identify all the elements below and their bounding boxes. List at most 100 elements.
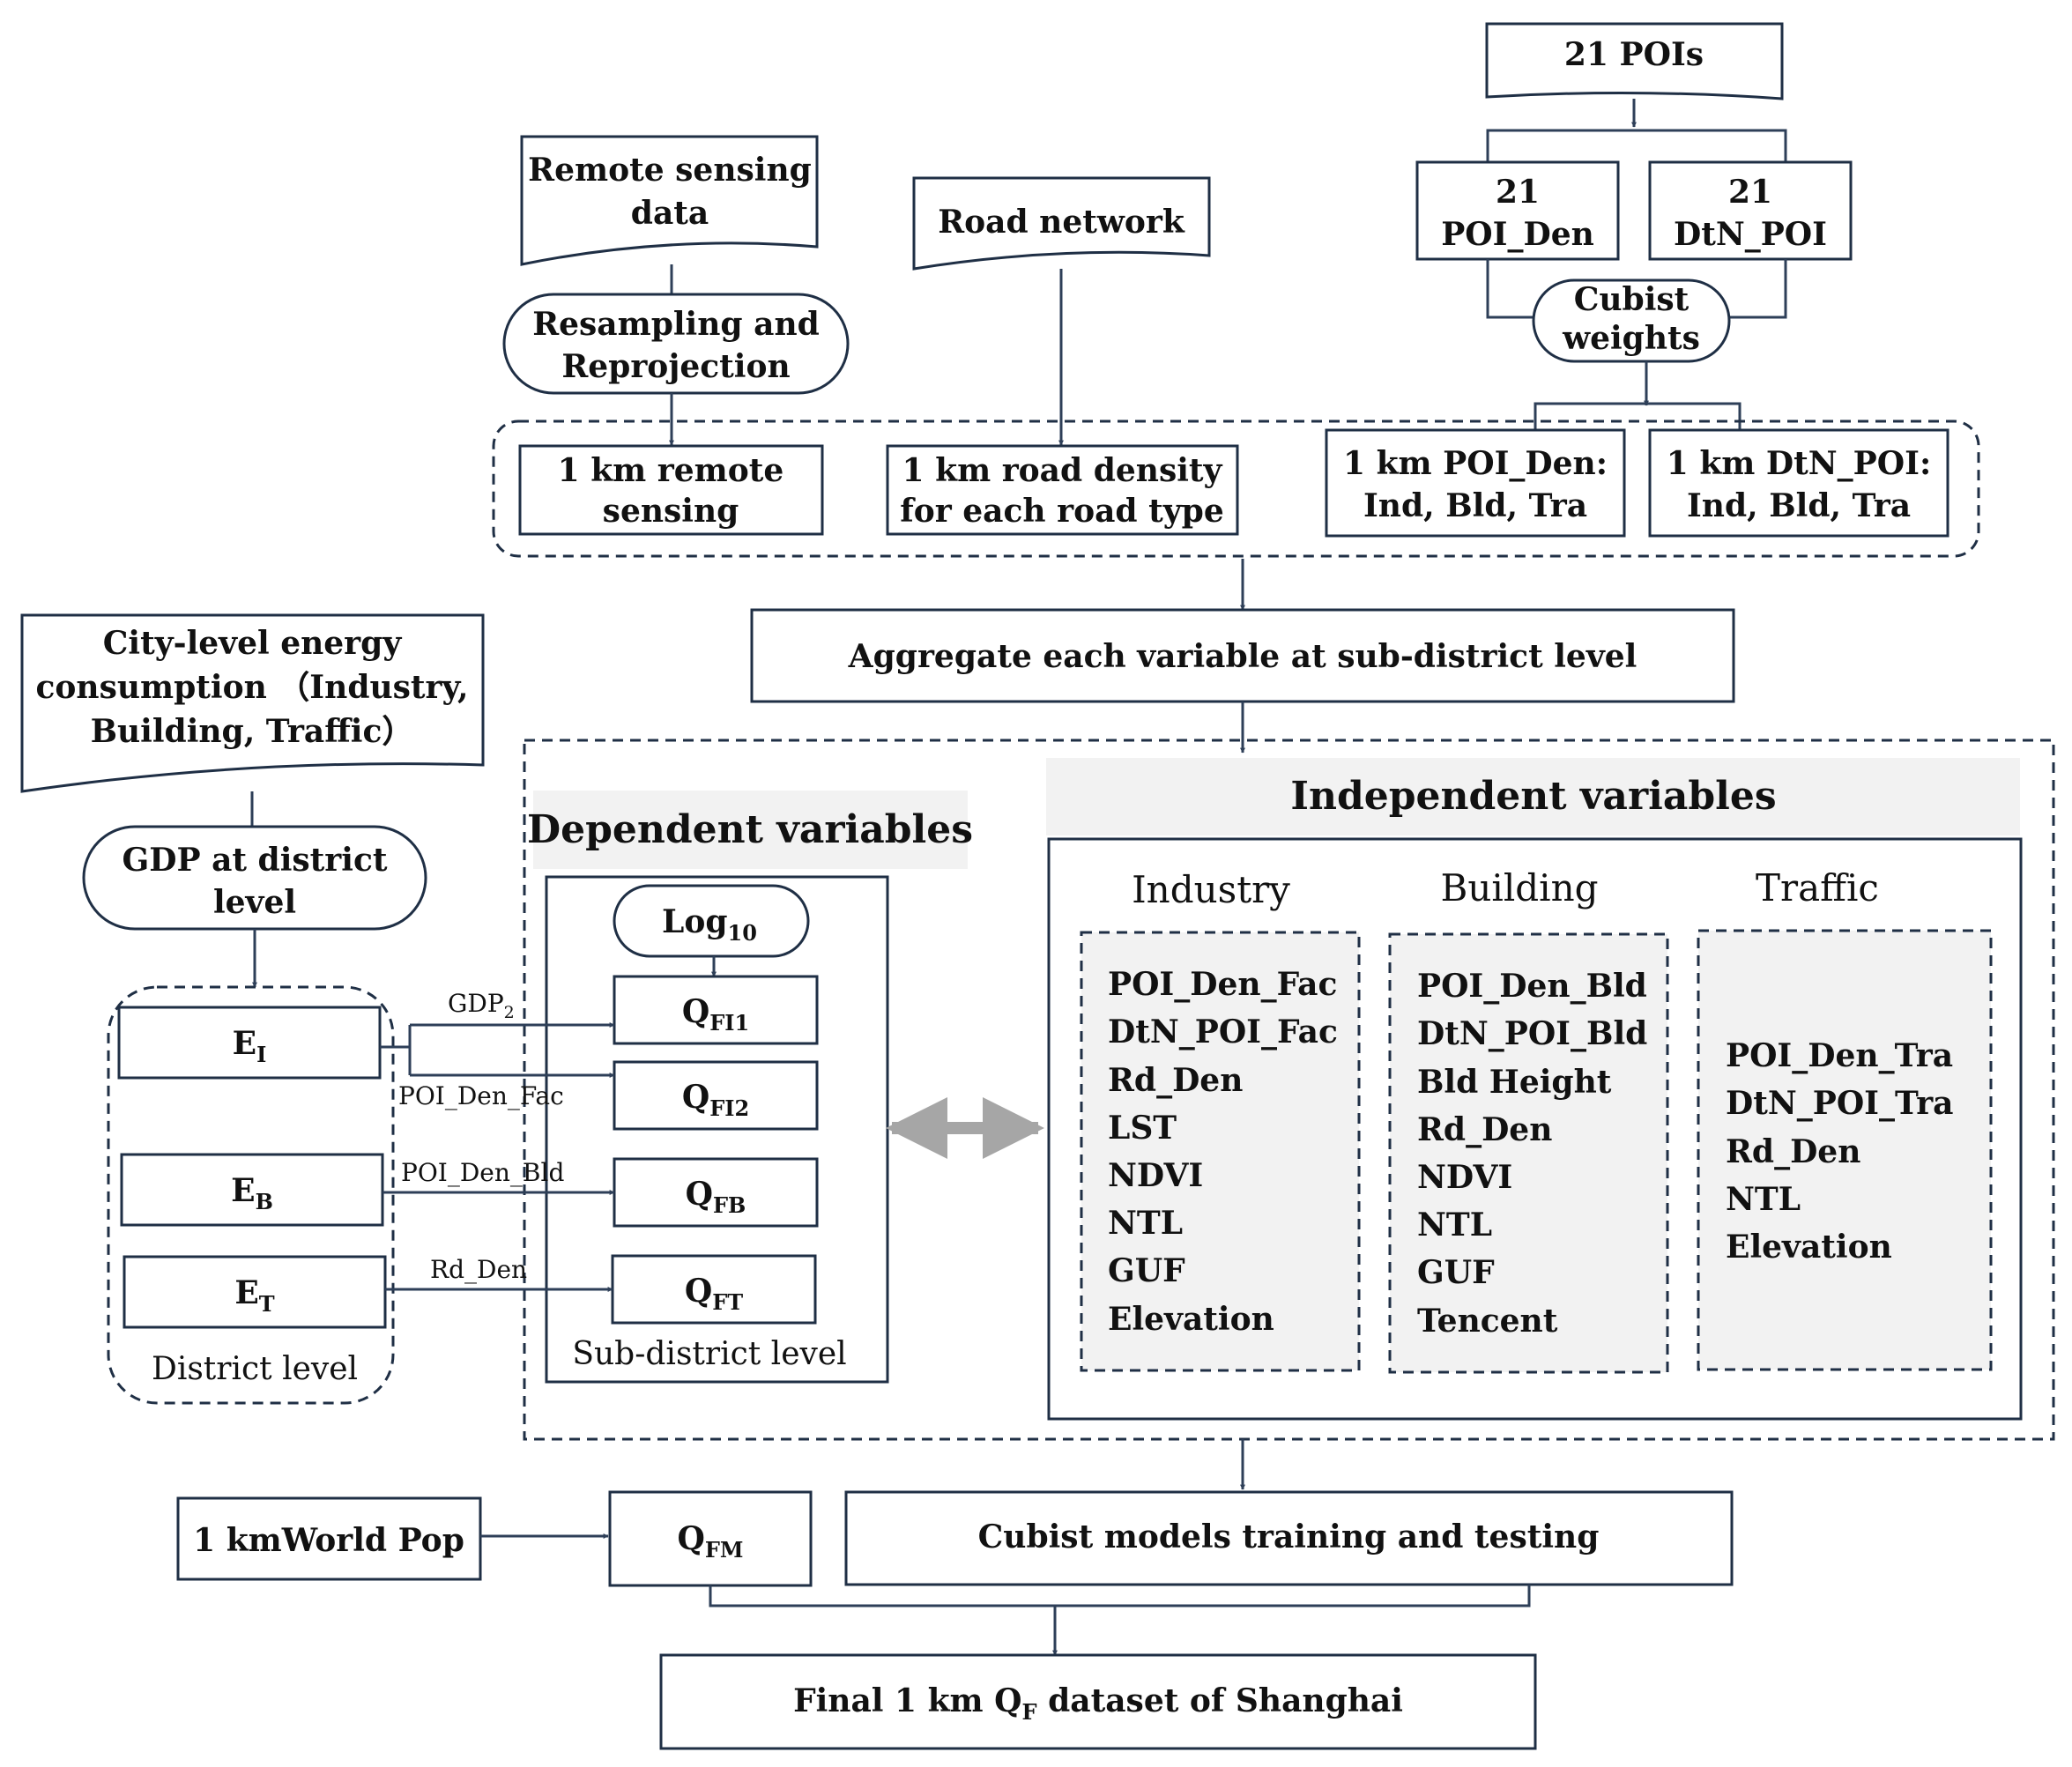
worldpop-node: 1 kmWorld Pop [176, 1496, 482, 1581]
svg-text:1 km remote: 1 km remote [558, 452, 784, 489]
svg-text:consumption （Industry,: consumption （Industry, [35, 669, 468, 706]
ei-node: EI [117, 1006, 382, 1080]
svg-text:Final 1 km QF dataset of Shang: Final 1 km QF dataset of Shanghai [793, 1682, 1403, 1725]
km-road-node: 1 km road density for each road type [886, 444, 1239, 536]
svg-text:Aggregate each variable at sub: Aggregate each variable at sub-district … [848, 638, 1638, 675]
traffic-title: Traffic [1756, 866, 1879, 909]
qfm-node: QFM [608, 1490, 813, 1587]
cubist-weights-node: Cubist weights [1532, 278, 1731, 363]
qfb-node: QFB [613, 1157, 819, 1228]
svg-text:Tencent: Tencent [1417, 1303, 1558, 1340]
svg-text:21: 21 [1728, 174, 1772, 211]
traffic-list: POI_Den_Tra DtN_POI_Tra Rd_Den NTL Eleva… [1726, 1037, 1954, 1266]
traffic-box [1697, 929, 1993, 1371]
industry-list: POI_Den_Fac DtN_POI_Fac Rd_Den LST NDVI … [1108, 966, 1338, 1338]
svg-text:POI_Den_Fac: POI_Den_Fac [1108, 966, 1337, 1003]
svg-text:DtN_POI_Fac: DtN_POI_Fac [1108, 1013, 1338, 1051]
svg-text:POI_Den_Tra: POI_Den_Tra [1726, 1037, 1953, 1074]
svg-text:QFI2: QFI2 [682, 1079, 749, 1121]
qfi2-node: QFI2 [613, 1060, 819, 1131]
svg-text:NTL: NTL [1108, 1205, 1183, 1242]
poi-den-node: 21 POI_Den [1415, 160, 1620, 261]
svg-text:Building, Traffic）: Building, Traffic） [91, 713, 414, 750]
svg-text:1 km POI_Den:: 1 km POI_Den: [1343, 445, 1608, 482]
svg-text:Rd_Den: Rd_Den [1108, 1062, 1243, 1099]
resampling-node: Resampling and Reprojection [502, 293, 850, 395]
svg-text:POI_Den: POI_Den [1441, 216, 1594, 253]
svg-text:QFM: QFM [678, 1520, 744, 1563]
independent-header-bg [1046, 758, 2020, 835]
district-level-label: District level [152, 1351, 358, 1387]
svg-text:Elevation: Elevation [1726, 1229, 1892, 1266]
poi-den-fac-edge-label: POI_Den_Fac [398, 1081, 564, 1110]
svg-text:data: data [631, 195, 709, 232]
qfi1-node: QFI1 [613, 975, 819, 1045]
poi-den-bld-edge-label: POI_Den_Bld [401, 1158, 564, 1187]
svg-text:POI_Den_Bld: POI_Den_Bld [1417, 968, 1647, 1005]
svg-text:LST: LST [1108, 1110, 1177, 1147]
svg-text:Elevation: Elevation [1108, 1301, 1274, 1338]
svg-text:21: 21 [1496, 174, 1540, 211]
km-poi-den-node: 1 km POI_Den: Ind, Bld, Tra [1325, 428, 1626, 538]
industry-title: Industry [1132, 868, 1290, 911]
svg-text:DtN_POI_Bld: DtN_POI_Bld [1417, 1015, 1647, 1052]
svg-text:GDP at district: GDP at district [123, 842, 388, 879]
final-dataset-node: Final 1 km QF dataset of Shanghai [659, 1653, 1537, 1750]
svg-text:Cubist: Cubist [1574, 281, 1690, 318]
gdp2-edge-label: GDP2 [448, 989, 515, 1022]
modeling-group [523, 739, 2055, 1441]
svg-text:Rd_Den: Rd_Den [1726, 1133, 1860, 1170]
svg-text:Resampling and: Resampling and [532, 306, 820, 343]
svg-text:DtN_POI_Tra: DtN_POI_Tra [1726, 1085, 1954, 1122]
dependent-header-bg [533, 791, 968, 869]
road-network-node: Road network [912, 176, 1211, 271]
city-energy-node: City-level energy consumption （Industry,… [20, 613, 485, 793]
svg-text:1 km DtN_POI:: 1 km DtN_POI: [1667, 445, 1931, 482]
svg-text:NTL: NTL [1726, 1181, 1801, 1218]
pois-node: 21 POIs [1485, 22, 1784, 100]
svg-text:Reprojection: Reprojection [561, 348, 790, 385]
gdp-district-node: GDP at district level [82, 825, 427, 931]
aggregate-node: Aggregate each variable at sub-district … [750, 608, 1735, 703]
svg-text:QFI1: QFI1 [682, 993, 749, 1036]
svg-text:QFT: QFT [685, 1273, 743, 1315]
km-dtn-poi-node: 1 km DtN_POI: Ind, Bld, Tra [1648, 428, 1949, 538]
cubist-models-node: Cubist models training and testing [844, 1490, 1734, 1586]
svg-text:DtN_POI: DtN_POI [1674, 216, 1827, 253]
eb-node: EB [120, 1153, 384, 1227]
svg-text:1 km road density: 1 km road density [902, 452, 1223, 489]
svg-text:GUF: GUF [1417, 1254, 1495, 1291]
svg-text:weights: weights [1562, 320, 1700, 357]
qft-node: QFT [611, 1254, 817, 1325]
log10-node: Log10 [613, 884, 810, 958]
pois-label: 21 POIs [1564, 36, 1704, 73]
svg-text:Ind, Bld, Tra: Ind, Bld, Tra [1687, 487, 1911, 524]
svg-text:sensing: sensing [603, 493, 739, 530]
svg-text:Remote sensing: Remote sensing [528, 152, 812, 189]
svg-text:City-level energy: City-level energy [103, 625, 403, 662]
dependent-title: Dependent variables [527, 807, 973, 852]
svg-text:for each road type: for each road type [900, 493, 1224, 530]
svg-text:Cubist models training and tes: Cubist models training and testing [978, 1518, 1600, 1555]
svg-text:EB: EB [231, 1172, 273, 1214]
rd-den-edge-label: Rd_Den [430, 1255, 527, 1284]
sub-district-label: Sub-district level [572, 1336, 846, 1372]
svg-text:level: level [213, 884, 296, 921]
svg-text:NTL: NTL [1417, 1206, 1492, 1244]
et-node: ET [123, 1255, 387, 1329]
svg-text:Road network: Road network [938, 204, 1185, 241]
svg-text:Rd_Den: Rd_Den [1417, 1111, 1552, 1148]
building-list: POI_Den_Bld DtN_POI_Bld Bld Height Rd_De… [1417, 968, 1647, 1340]
svg-text:GUF: GUF [1108, 1252, 1185, 1289]
building-box [1388, 932, 1669, 1374]
svg-text:Log10: Log10 [662, 903, 757, 946]
svg-text:EI: EI [233, 1025, 267, 1067]
independent-title: Independent variables [1290, 774, 1776, 819]
district-group [107, 985, 395, 1405]
one-km-group [492, 419, 1980, 558]
building-title: Building [1440, 866, 1598, 909]
svg-text:1 kmWorld Pop: 1 kmWorld Pop [193, 1522, 464, 1559]
svg-text:NDVI: NDVI [1108, 1157, 1203, 1194]
